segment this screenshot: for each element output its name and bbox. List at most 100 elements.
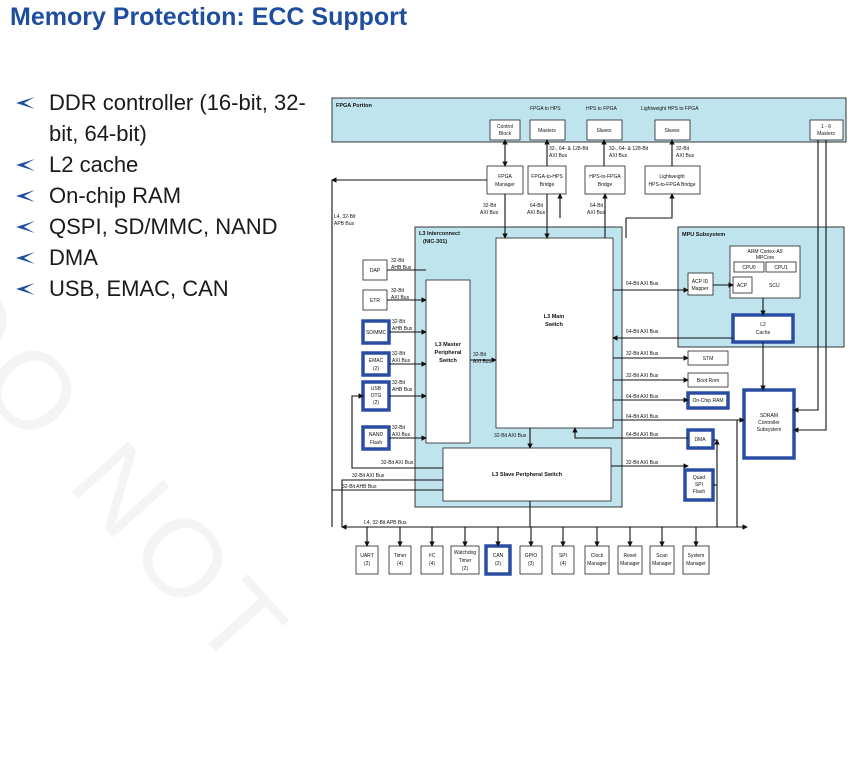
fpga-slaves-box: Slaves — [586, 119, 623, 141]
svg-text:System: System — [688, 553, 705, 559]
svg-text:Manager: Manager — [686, 561, 706, 567]
l4-apb-left-label-1: L4, 32-Bit — [334, 214, 356, 220]
svg-text:ACP: ACP — [737, 283, 748, 289]
svg-text:NAND: NAND — [369, 432, 384, 438]
svg-text:FPGA: FPGA — [498, 174, 512, 180]
i2c-box: I²C(4) — [420, 545, 444, 575]
hps-block-diagram: FPGA Portion FPGA to HPS HPS to FPGA Lig… — [331, 97, 847, 576]
qspi-axi-label: 32-Bit AXI Bus — [626, 460, 659, 466]
svg-text:On-Chip RAM: On-Chip RAM — [692, 398, 723, 404]
sdram-axi-label: 64-Bit AXI Bus — [626, 414, 659, 420]
l4-apb-bottom-label: L4, 32-Bit APB Bus — [364, 520, 407, 526]
master-to-main-label-1: 32-Bit — [473, 352, 487, 358]
svg-text:Manager: Manager — [495, 182, 515, 188]
stm-axi-label: 32-Bit AXI Bus — [626, 351, 659, 357]
svg-text:FPGA-to-HPS: FPGA-to-HPS — [531, 174, 563, 180]
lw-hps-to-fpga-label: Lightweight HPS to FPGA — [641, 106, 699, 112]
svg-text:DAP: DAP — [370, 268, 381, 274]
emac-bus-label-2: AXI Bus — [392, 358, 411, 364]
svg-text:Peripheral: Peripheral — [435, 350, 462, 356]
svg-text:Cache: Cache — [756, 330, 771, 336]
bullet-arrow-icon — [16, 283, 35, 295]
bullet-qspi: QSPI, SD/MMC, NAND — [14, 211, 324, 242]
gpio-box: GPIO(3) — [519, 545, 543, 575]
nand-bus-label-1: 32-Bit — [392, 425, 406, 431]
nand-bus-label-2: AXI Bus — [392, 432, 411, 438]
svg-text:L3 Master: L3 Master — [435, 342, 462, 348]
slave-axi-bus-label: 32-Bit AXI Bus — [352, 473, 385, 479]
svg-text:Control: Control — [497, 124, 513, 130]
svg-text:SDRAM: SDRAM — [760, 413, 778, 419]
fm-bus-label-1: 32-Bit — [483, 203, 497, 209]
fpga-to-hps-label: FPGA to HPS — [530, 106, 561, 112]
h2f-bridge-box: HPS-to-FPGA Bridge — [584, 165, 626, 195]
fpga-portion-label: FPGA Portion — [336, 103, 372, 109]
h2f-in-label-2: AXI Bus — [587, 210, 606, 216]
cpu1-box: CPU1 — [765, 261, 797, 273]
svg-text:Controller: Controller — [758, 420, 780, 426]
spi-box: SPI(4) — [551, 545, 575, 575]
h2f-bus-label-1: 32-, 64- & 128-Bit — [609, 146, 649, 152]
svg-text:(2): (2) — [373, 366, 379, 372]
sdmmc-bus-label-1: 32-Bit — [392, 319, 406, 325]
bullet-list: DDR controller (16-bit, 32-bit, 64-bit) … — [14, 87, 324, 304]
bullet-dma: DMA — [14, 242, 324, 273]
svg-text:Masters: Masters — [538, 128, 556, 134]
svg-text:L2: L2 — [760, 322, 766, 328]
svg-text:Switch: Switch — [545, 322, 563, 328]
svg-text:SD/MMC: SD/MMC — [366, 330, 387, 336]
ocram-axi-label: 64-Bit AXI Bus — [626, 394, 659, 400]
svg-text:CAN: CAN — [493, 553, 504, 559]
svg-text:Reset: Reset — [623, 553, 637, 559]
lw-bus-label-1: 32-Bit — [676, 146, 690, 152]
l3-slave-switch: L3 Slave Peripheral Switch — [442, 447, 612, 502]
svg-text:Timer: Timer — [459, 558, 472, 564]
uart-box: UART(2) — [355, 545, 379, 575]
svg-text:(2): (2) — [495, 561, 501, 567]
dap-box: DAP — [362, 259, 388, 281]
f2h-bridge-box: FPGA-to-HPS Bridge — [527, 165, 567, 195]
svg-text:Timer: Timer — [394, 553, 407, 559]
bullet-arrow-icon — [16, 190, 35, 202]
master-to-main-label-2: AXI Bus — [473, 359, 492, 365]
usb-bus-label-1: 32-Bit — [392, 380, 406, 386]
svg-text:L3 Main: L3 Main — [544, 314, 565, 320]
bullet-ddr: DDR controller (16-bit, 32-bit, 64-bit) — [14, 87, 324, 149]
svg-text:Bridge: Bridge — [598, 182, 613, 188]
main-to-slave-label: 32-Bit AXI Bus — [494, 433, 527, 439]
svg-text:Slaves: Slaves — [596, 128, 612, 134]
svg-text:CPU0: CPU0 — [742, 265, 756, 271]
arm-core-label-1: ARM Cortex-A9 — [747, 249, 782, 255]
svg-text:HPS-to-FPGA: HPS-to-FPGA — [589, 174, 621, 180]
svg-text:Subsystem: Subsystem — [757, 427, 782, 433]
svg-text:Mapper: Mapper — [692, 286, 709, 292]
svg-text:Bridge: Bridge — [540, 182, 555, 188]
slide-title: Memory Protection: ECC Support — [10, 3, 408, 31]
svg-text:Manager: Manager — [652, 561, 672, 567]
boot-rom-box: Boot Rom — [687, 372, 729, 388]
emac-box: EMAC(2) — [361, 351, 391, 377]
svg-text:OTG: OTG — [371, 393, 382, 399]
svg-text:DMA: DMA — [694, 437, 706, 443]
bullet-arrow-icon — [16, 221, 35, 233]
etr-bus-label-1: 32-Bit — [391, 288, 405, 294]
svg-text:Watchdog: Watchdog — [454, 550, 477, 556]
sdmmc-bus-label-2: AHB Bus — [392, 326, 413, 332]
on-chip-ram-box: On-Chip RAM — [686, 391, 730, 410]
bootrom-axi-label: 32-Bit AXI Bus — [626, 373, 659, 379]
cpu0-box: CPU0 — [733, 261, 765, 273]
dap-bus-label-2: AHB Bus — [391, 265, 412, 271]
etr-bus-label-2: AXI Bus — [391, 295, 410, 301]
lw-slaves-box: Slaves — [654, 119, 691, 141]
slave-ahb-bus-label: 32-Bit AHB Bus — [342, 484, 377, 490]
svg-text:STM: STM — [703, 356, 714, 362]
emac-bus-label-1: 32-Bit — [392, 351, 406, 357]
